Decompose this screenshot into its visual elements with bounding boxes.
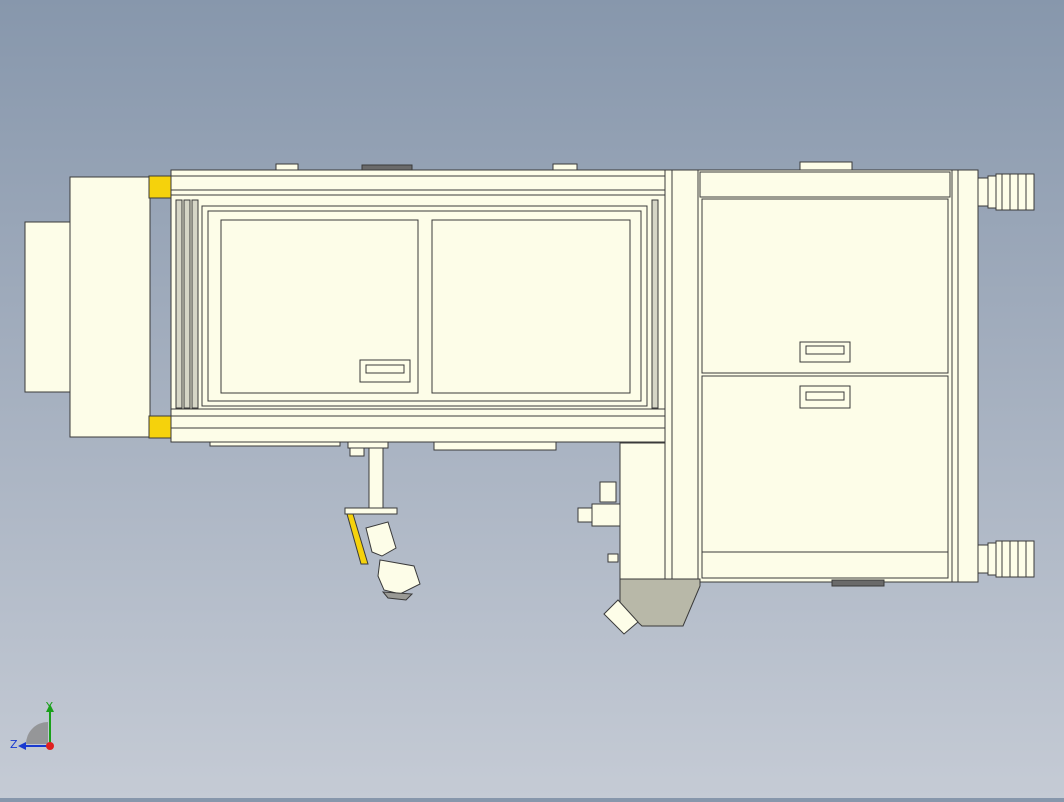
chute-nozzle bbox=[603, 599, 639, 635]
side-bracket[interactable] bbox=[577, 481, 621, 527]
caster-bottom[interactable] bbox=[977, 540, 1035, 578]
lower-side-block[interactable] bbox=[607, 442, 666, 580]
y-axis-arrowhead bbox=[46, 704, 54, 712]
yellow-corner-block-top bbox=[148, 175, 172, 199]
z-axis-label: Z bbox=[10, 738, 18, 751]
bottom-rail bbox=[209, 441, 557, 451]
window-handle[interactable] bbox=[359, 359, 411, 383]
coordinate-axis-triad: Y Z bbox=[8, 700, 68, 760]
left-end-plate[interactable] bbox=[24, 176, 151, 438]
caster-top[interactable] bbox=[977, 173, 1035, 211]
drawer-bottom-handle[interactable] bbox=[799, 385, 851, 409]
x-axis-dot bbox=[46, 742, 54, 750]
top-clips bbox=[275, 163, 578, 171]
y-axis-label: Y bbox=[45, 700, 53, 713]
adjustable-support-arm[interactable] bbox=[344, 441, 421, 601]
triad-quadrant bbox=[26, 722, 48, 744]
drawer-top-handle[interactable] bbox=[799, 341, 851, 363]
window-frame[interactable] bbox=[201, 205, 648, 407]
z-axis-arrowhead bbox=[18, 742, 26, 750]
drawer-base-rail bbox=[701, 551, 949, 579]
yellow-corner-block-bottom bbox=[148, 415, 172, 439]
